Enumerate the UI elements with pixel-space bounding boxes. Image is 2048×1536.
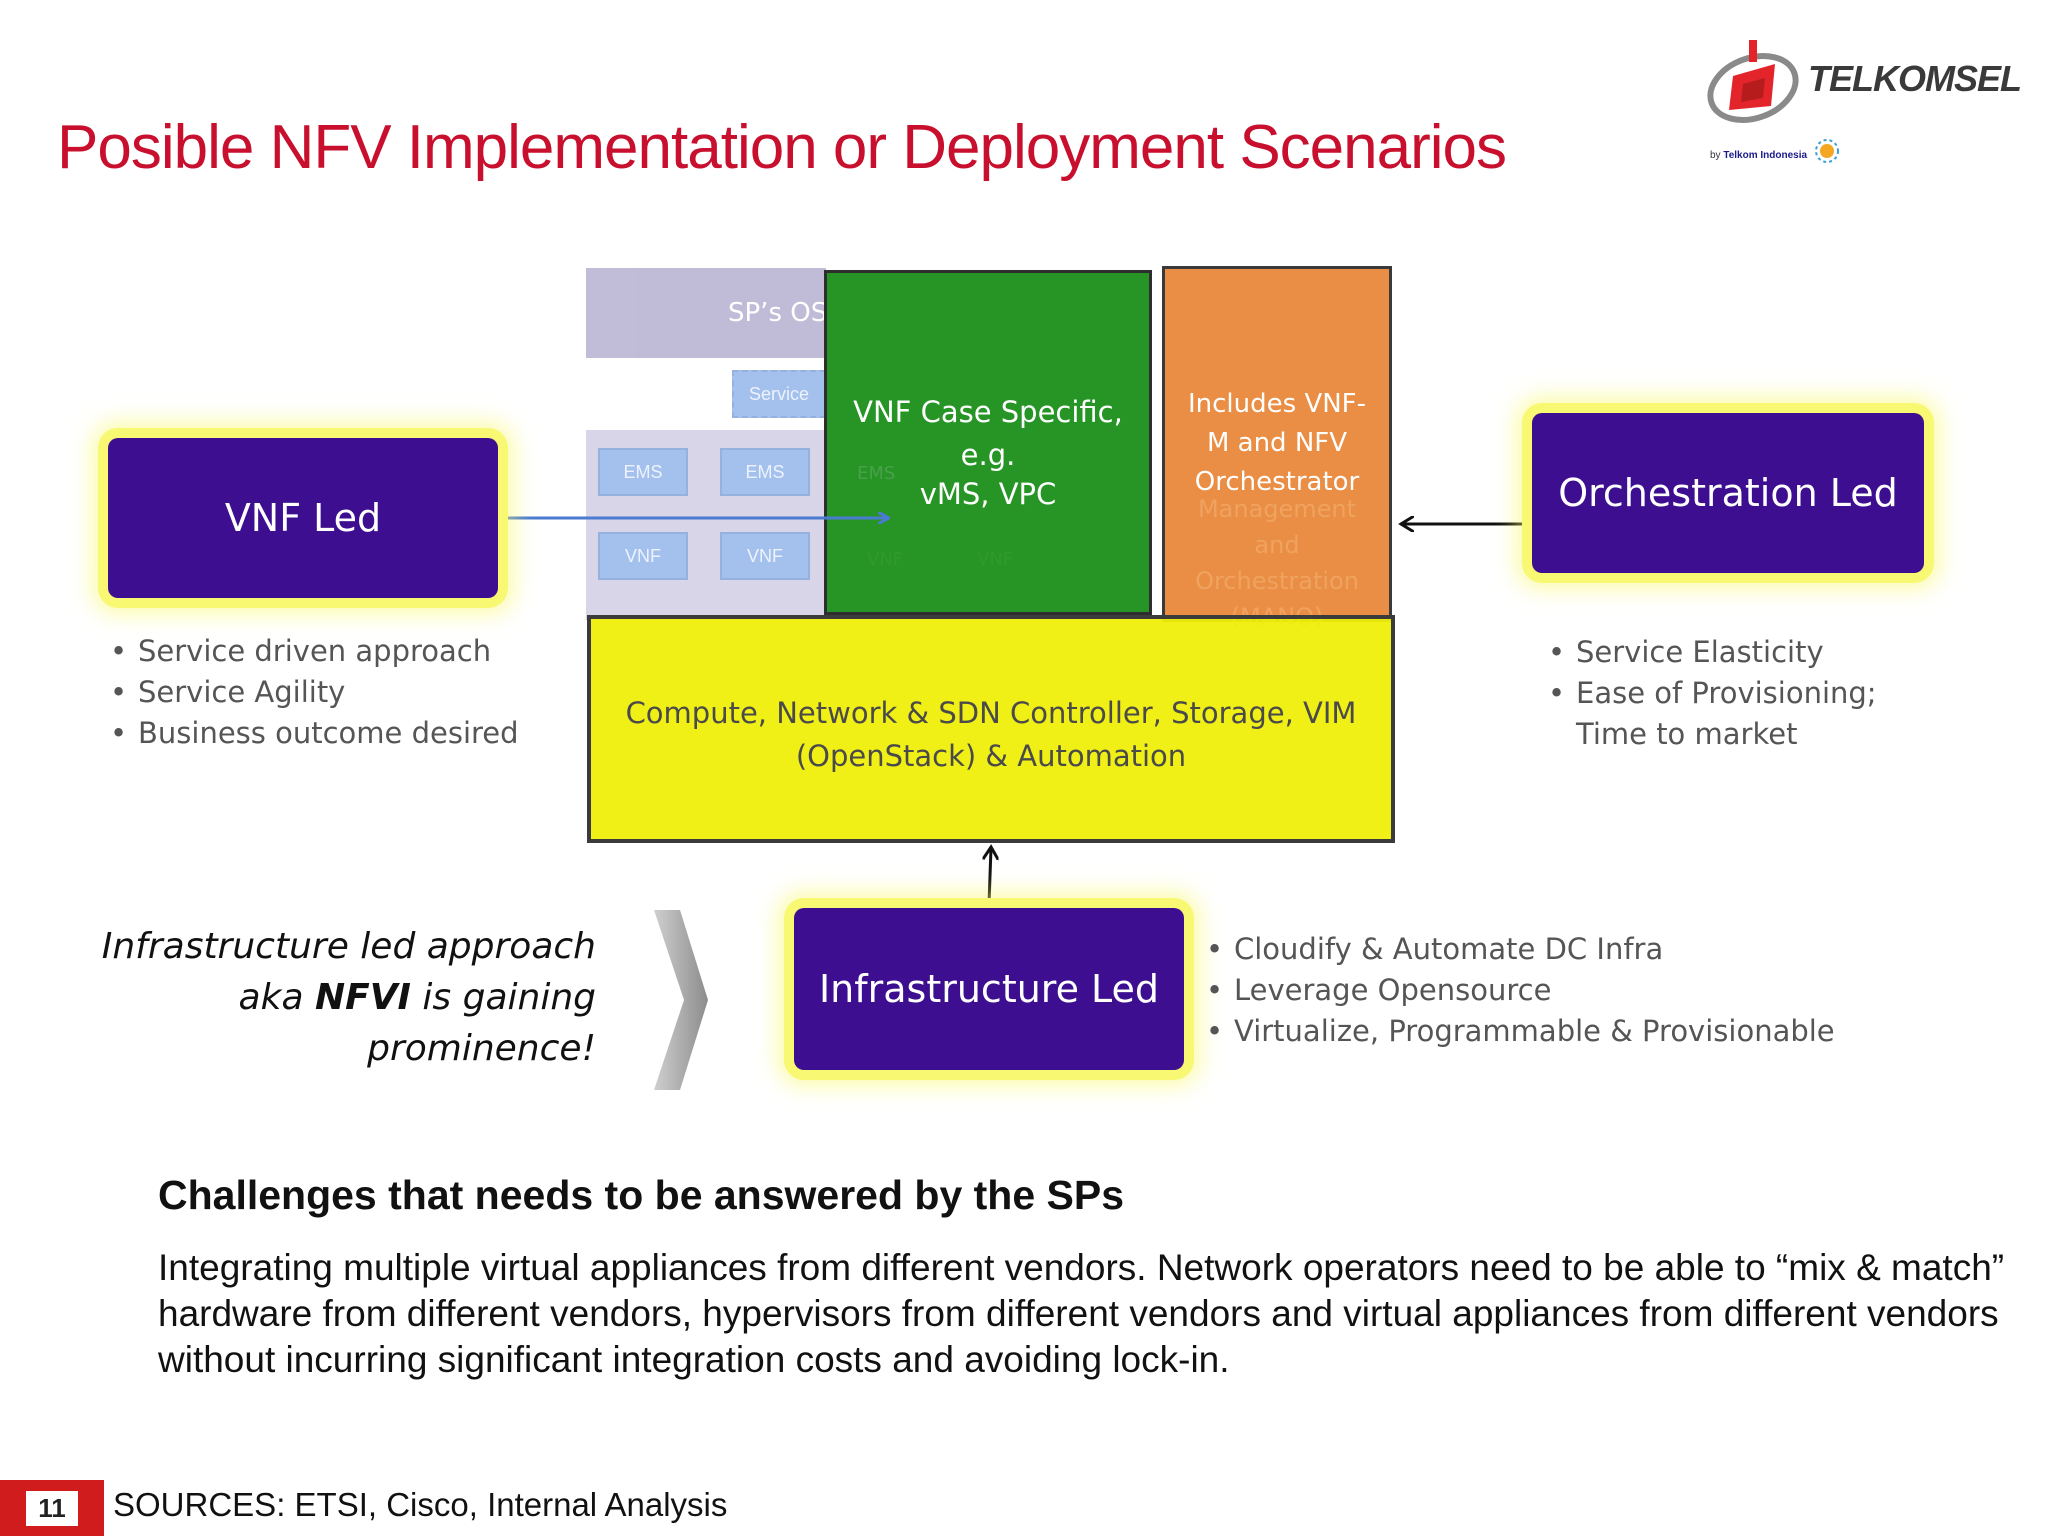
note-suffix: is gaining [410, 977, 596, 1018]
note-nfvi: NFVI [314, 977, 411, 1018]
mano-fragment-1: Management [1197, 495, 1357, 523]
bg-vnf-faded-2: VNF [977, 549, 1014, 570]
chevron-right-icon [650, 910, 710, 1094]
orch-bullet-2-cont: Time to market [1576, 717, 1798, 751]
orchestrator-text: Includes VNF- M and NFV Orchestrator [1165, 385, 1389, 502]
vnf-bullet-1: Service driven approach [110, 631, 519, 672]
challenges-body: Integrating multiple virtual appliances … [158, 1247, 2005, 1380]
vnf-case-box: EMS VNF VNF VNF Case Specific, e.g. vMS,… [824, 270, 1152, 615]
vnf-box-2: VNF [720, 532, 810, 580]
vnf-bullet-3: Business outcome desired [110, 713, 519, 754]
infra-bullet-3: Virtualize, Programmable & Provisionable [1206, 1011, 1835, 1052]
sun-icon [1812, 136, 1842, 166]
ems-box-2: EMS [720, 448, 810, 496]
sources-text: SOURCES: ETSI, Cisco, Internal Analysis [113, 1486, 728, 1523]
infrastructure-text: Compute, Network & SDN Controller, Stora… [591, 692, 1391, 778]
vnf-case-text: VNF Case Specific, e.g. vMS, VPC [827, 391, 1149, 516]
infrastructure-led-arrow [989, 848, 991, 905]
page-title: Posible NFV Implementation or Deployment… [57, 113, 1507, 182]
vnf-case-line-3: vMS, VPC [919, 477, 1057, 511]
infra-line-2: (OpenStack) & Automation [795, 739, 1187, 773]
orchestrator-line-1: Includes VNF- [1187, 389, 1367, 419]
orchestration-led-bullets: Service Elasticity Ease of Provisioning;… [1548, 632, 1877, 755]
telkomsel-logo-icon [1703, 36, 1803, 136]
orchestration-led-box: Orchestration Led [1532, 413, 1924, 573]
note-line-1: Infrastructure led approach [101, 926, 596, 967]
service-box: Service [732, 370, 826, 418]
bg-vnf-faded-1: VNF [867, 549, 904, 570]
note-line-2: aka NFVI is gaining [60, 972, 596, 1023]
note-line-3: prominence! [367, 1028, 596, 1069]
orch-bullet-2: Ease of Provisioning; [1548, 673, 1877, 714]
infra-bullet-2: Leverage Opensource [1206, 970, 1835, 1011]
vnf-box-1: VNF [598, 532, 688, 580]
mano-fragment-2: and [1254, 531, 1300, 559]
infrastructure-led-box: Infrastructure Led [794, 908, 1184, 1070]
infrastructure-box: Compute, Network & SDN Controller, Stora… [587, 615, 1395, 843]
ems-box-1: EMS [598, 448, 688, 496]
challenges-heading: Challenges that needs to be answered by … [158, 1172, 1125, 1218]
vnf-case-line-2: e.g. [960, 438, 1016, 472]
orchestrator-line-3: Orchestrator [1194, 467, 1360, 497]
vnf-led-box: VNF Led [108, 438, 498, 598]
mano-fragment-3: Orchestration [1195, 567, 1359, 595]
infrastructure-led-bullets: Cloudify & Automate DC Infra Leverage Op… [1206, 929, 1835, 1052]
mano-faded-text: Management and Orchestration (MANO) [1165, 491, 1389, 635]
logo-sub-prefix: by [1710, 150, 1721, 161]
orchestrator-box: Management and Orchestration (MANO) Incl… [1162, 266, 1392, 631]
nfvi-note: Infrastructure led approach aka NFVI is … [60, 921, 596, 1074]
vnf-led-bullets: Service driven approach Service Agility … [110, 631, 519, 754]
page-number: 11 [26, 1490, 78, 1526]
infra-bullet-1: Cloudify & Automate DC Infra [1206, 929, 1835, 970]
orch-bullet-1: Service Elasticity [1548, 632, 1877, 673]
note-prefix: aka [238, 977, 315, 1018]
background-architecture: SP’s OSS/BSS Service EMS EMS VNF VNF [586, 268, 826, 620]
orchestrator-line-2: M and NFV [1206, 428, 1348, 458]
infra-line-1: Compute, Network & SDN Controller, Stora… [625, 696, 1357, 730]
oss-bss-bar: SP’s OSS/BSS [586, 268, 826, 358]
vnf-case-line-1: VNF Case Specific, [853, 395, 1123, 429]
page-number-badge: 11 [0, 1480, 104, 1536]
vnf-bullet-2: Service Agility [110, 672, 519, 713]
logo-subtitle: by Telkom Indonesia [1710, 150, 1807, 161]
bg-ems-faded: EMS [857, 463, 896, 484]
logo-brand-text: TELKOMSEL [1808, 58, 2022, 99]
logo-sub-company: Telkom Indonesia [1723, 150, 1808, 161]
